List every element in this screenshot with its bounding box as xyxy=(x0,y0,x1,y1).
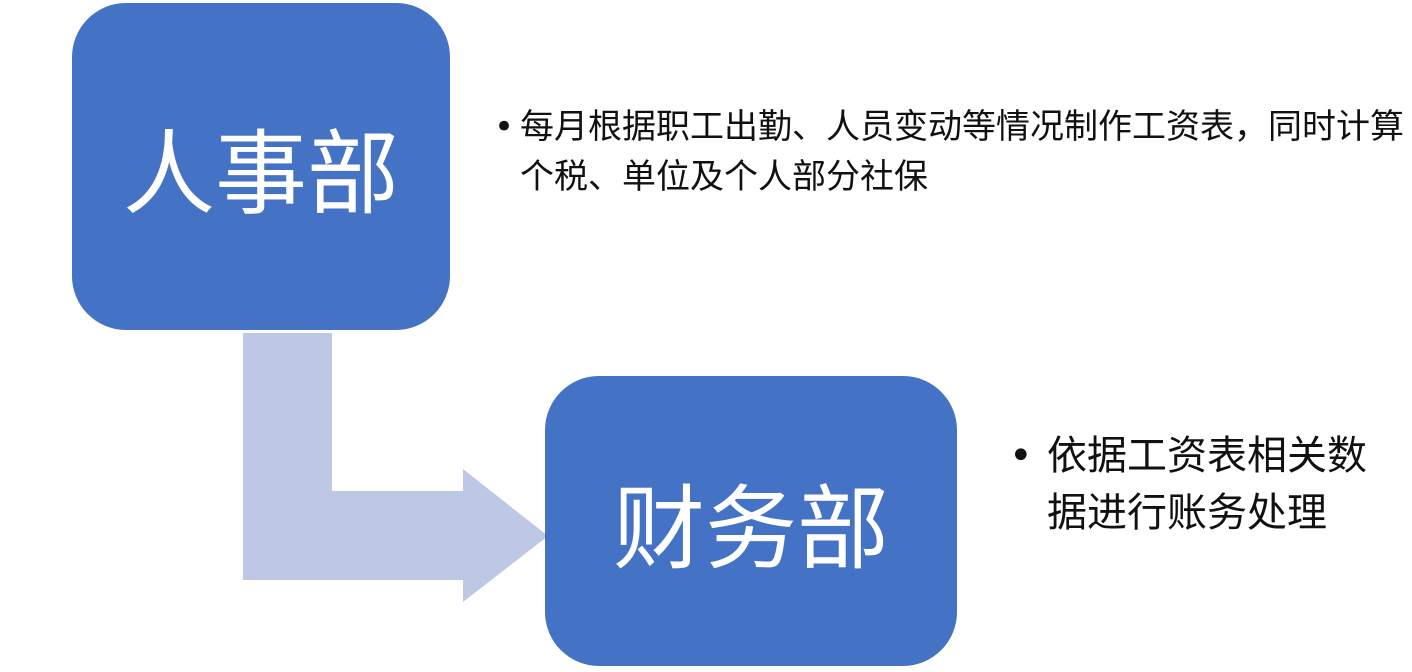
bent-arrow-shape xyxy=(243,333,548,602)
node-hr-description-list: 每月根据职工出勤、人员变动等情况制作工资表，同时计算个税、单位及个人部分社保 xyxy=(494,102,1404,202)
node-finance-description: 依据工资表相关数据进行账务处理 xyxy=(1009,428,1379,542)
node-finance-description-list: 依据工资表相关数据进行账务处理 xyxy=(1009,428,1379,542)
node-finance-title: 财务部 xyxy=(612,475,889,583)
node-hr-title: 人事部 xyxy=(122,121,399,228)
node-hr-description: 每月根据职工出勤、人员变动等情况制作工资表，同时计算个税、单位及个人部分社保 xyxy=(494,102,1404,202)
node-finance-department: 财务部 xyxy=(545,376,957,666)
node-hr-department: 人事部 xyxy=(72,3,450,330)
